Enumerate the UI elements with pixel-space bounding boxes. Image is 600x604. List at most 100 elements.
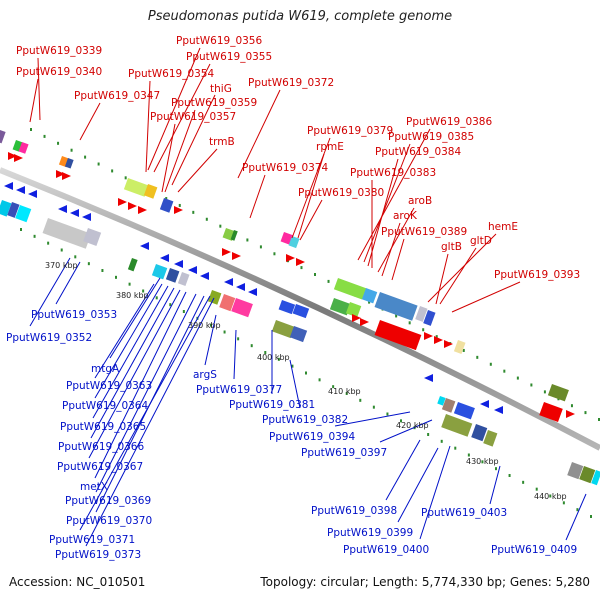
reverse-gene-label[interactable]: PputW619_0370 — [66, 515, 152, 527]
forward-gene-label[interactable]: PputW619_0380 — [298, 187, 384, 199]
feature-block — [0, 200, 12, 217]
reverse-gene-arrow — [28, 190, 37, 198]
gc-mark-upper — [435, 335, 438, 339]
forward-gene-label[interactable]: rpmE — [316, 141, 344, 153]
gc-mark-upper — [30, 128, 32, 131]
feature-block — [441, 398, 456, 413]
reverse-gene-label[interactable]: PputW619_0352 — [6, 332, 92, 344]
genome-backbone — [0, 167, 600, 451]
reverse-gene-arrow — [494, 406, 503, 414]
forward-gene-label[interactable]: gltB — [441, 241, 462, 253]
reverse-gene-label[interactable]: PputW619_0397 — [301, 447, 387, 459]
forward-leader-line — [171, 94, 216, 186]
forward-gene-label[interactable]: PputW619_0372 — [248, 77, 334, 89]
forward-gene-label[interactable]: PputW619_0354 — [128, 68, 214, 80]
forward-gene-label[interactable]: PputW619_0339 — [16, 45, 102, 57]
reverse-leader-line — [397, 447, 439, 523]
reverse-gene-arrow — [480, 400, 489, 408]
reverse-gene-label[interactable]: PputW619_0366 — [58, 441, 144, 453]
feature-block — [231, 298, 253, 318]
forward-gene-arrow — [434, 336, 443, 344]
gc-mark-lower — [60, 248, 63, 252]
gc-mark-lower — [590, 515, 592, 518]
forward-gene-label[interactable]: thiG — [210, 83, 232, 95]
forward-gene-label[interactable]: PputW619_0385 — [388, 131, 474, 143]
reverse-gene-label[interactable]: PputW619_0369 — [65, 495, 151, 507]
forward-gene-label[interactable]: PputW619_0356 — [176, 35, 262, 47]
forward-leader-line — [381, 222, 401, 277]
forward-gene-label[interactable]: PputW619_0383 — [350, 167, 436, 179]
reverse-gene-label[interactable]: PputW619_0381 — [229, 399, 315, 411]
forward-leader-line — [153, 63, 211, 173]
forward-gene-label[interactable]: PputW619_0357 — [150, 111, 236, 123]
reverse-leader-line — [204, 314, 217, 366]
reverse-gene-label[interactable]: PputW619_0365 — [60, 421, 146, 433]
forward-gene-label[interactable]: gltD — [470, 235, 492, 247]
reverse-gene-label[interactable]: mtgA — [91, 363, 120, 375]
forward-gene-label[interactable]: PputW619_0393 — [494, 269, 580, 281]
feature-block — [374, 320, 422, 351]
reverse-leader-line — [94, 283, 163, 399]
reverse-gene-arrow — [188, 266, 197, 274]
forward-gene-label[interactable]: PputW619_0384 — [375, 146, 461, 158]
reverse-gene-label[interactable]: PputW619_0364 — [62, 400, 148, 412]
forward-leader-line — [377, 207, 415, 273]
feature-block — [278, 300, 296, 315]
reverse-gene-label[interactable]: PputW619_0382 — [262, 414, 348, 426]
gc-mark-upper — [598, 418, 600, 421]
gc-mark-upper — [219, 224, 222, 228]
forward-gene-label[interactable]: PputW619_0340 — [16, 66, 102, 78]
forward-gene-label[interactable]: PputW619_0359 — [171, 97, 257, 109]
forward-leader-line — [164, 109, 196, 193]
reverse-leader-line — [334, 411, 411, 427]
reverse-leader-line — [385, 439, 421, 501]
gc-mark-upper — [300, 266, 303, 270]
gc-mark-lower — [101, 269, 104, 272]
reverse-gene-label[interactable]: PputW619_0399 — [327, 527, 413, 539]
forward-gene-label[interactable]: PputW619_0386 — [406, 116, 492, 128]
forward-gene-label[interactable]: PputW619_0379 — [307, 125, 393, 137]
reverse-gene-label[interactable]: PputW619_0409 — [491, 544, 577, 556]
reverse-gene-label[interactable]: PputW619_0398 — [311, 505, 397, 517]
reverse-gene-label[interactable]: PputW619_0371 — [49, 534, 135, 546]
reverse-gene-label[interactable]: argS — [193, 369, 217, 381]
reverse-gene-label[interactable]: PputW619_0353 — [31, 309, 117, 321]
gc-mark-lower — [264, 351, 267, 354]
reverse-leader-line — [419, 445, 451, 540]
gc-mark-lower — [47, 241, 50, 245]
reverse-gene-label[interactable]: PputW619_0400 — [343, 544, 429, 556]
reverse-gene-label[interactable]: metX — [80, 481, 108, 493]
forward-gene-label[interactable]: aroK — [393, 210, 418, 222]
reverse-gene-label[interactable]: PputW619_0363 — [66, 380, 152, 392]
gc-mark-lower — [359, 398, 362, 402]
forward-gene-arrow — [118, 198, 127, 206]
reverse-gene-label[interactable]: PputW619_0377 — [196, 384, 282, 396]
gc-mark-lower — [318, 378, 321, 382]
forward-gene-label[interactable]: PputW619_0374 — [242, 162, 328, 174]
reverse-gene-label[interactable]: PputW619_0373 — [55, 549, 141, 561]
gc-mark-lower — [87, 262, 90, 266]
forward-leader-line — [161, 123, 176, 193]
feature-block — [288, 235, 300, 249]
accession-text: Accession: NC_010501 — [9, 575, 146, 589]
gc-mark-upper — [530, 383, 533, 387]
feature-block — [127, 258, 138, 272]
forward-gene-label[interactable]: PputW619_0347 — [74, 90, 160, 102]
forward-gene-label[interactable]: trmB — [209, 136, 235, 148]
feature-block — [471, 424, 488, 442]
forward-gene-label[interactable]: aroB — [408, 195, 432, 207]
forward-leader-line — [145, 80, 151, 173]
gc-mark-upper — [165, 197, 168, 201]
reverse-gene-label[interactable]: PputW619_0403 — [421, 507, 507, 519]
forward-gene-label[interactable]: hemE — [488, 221, 518, 233]
reverse-gene-label[interactable]: PputW619_0394 — [269, 431, 355, 443]
forward-gene-label[interactable]: PputW619_0389 — [381, 226, 467, 238]
gc-mark-upper — [205, 217, 208, 221]
forward-leader-line — [435, 253, 449, 305]
forward-gene-label[interactable]: PputW619_0355 — [186, 51, 272, 63]
reverse-gene-label[interactable]: PputW619_0367 — [57, 461, 143, 473]
gc-mark-lower — [562, 501, 565, 505]
forward-leader-line — [249, 174, 266, 219]
label-leader-lines — [29, 47, 587, 547]
feature-block — [374, 292, 418, 321]
